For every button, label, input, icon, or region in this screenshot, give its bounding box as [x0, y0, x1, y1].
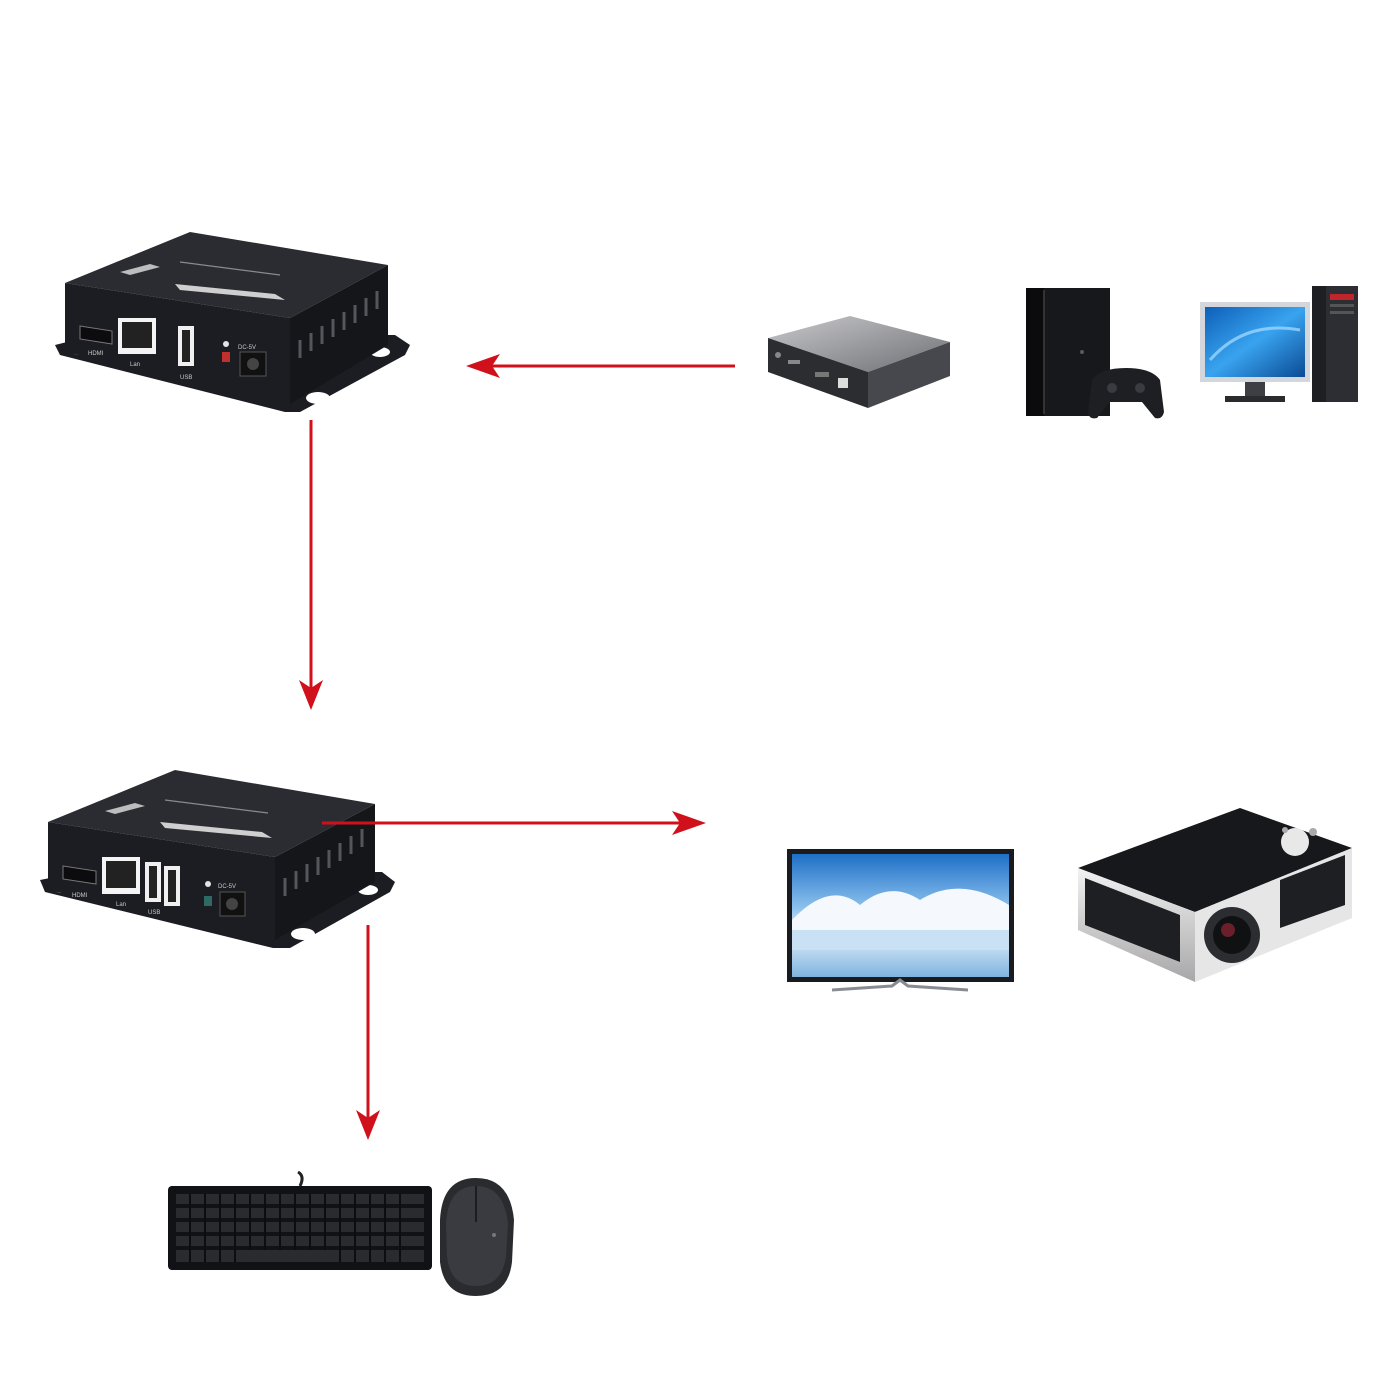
tv-monitor-icon: [787, 849, 1014, 992]
receiver-unit: HDMI Lan USB DC-5V: [40, 770, 395, 948]
transmitter-unit: HDMI Lan USB DC-5V: [55, 232, 410, 412]
projector-icon: [1078, 808, 1352, 982]
mouse-icon: [440, 1178, 514, 1296]
arrow-receiver-to-peripherals: [356, 925, 380, 1140]
arrow-receiver-to-displays: [322, 811, 706, 835]
tx-dc-label: DC-5V: [238, 345, 256, 351]
tv-box-icon: [768, 316, 950, 408]
rx-dc-label: DC-5V: [218, 884, 236, 890]
keyboard-icon: [168, 1170, 432, 1270]
desktop-pc-icon: [1200, 286, 1358, 402]
tx-usb-label: USB: [180, 375, 192, 381]
arrow-source-to-transmitter: [466, 354, 735, 378]
rx-hdmi-label: HDMI: [72, 893, 88, 899]
arrow-transmitter-to-receiver: [299, 420, 323, 710]
rx-usb-label: USB: [148, 910, 160, 916]
rx-lan-label: Lan: [116, 902, 126, 908]
game-console-icon: [1026, 288, 1164, 419]
tx-lan-label: Lan: [130, 362, 140, 368]
tx-hdmi-label: HDMI: [88, 351, 104, 357]
